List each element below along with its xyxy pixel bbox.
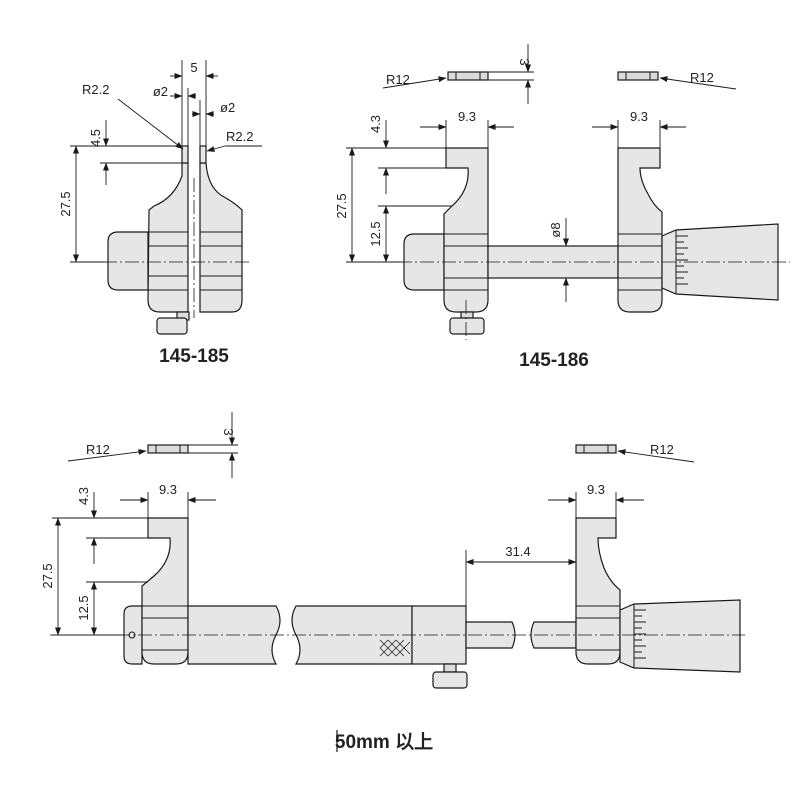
caption-145-185: 145-185 [159,346,229,367]
dim-thickness-3: 3 [517,58,532,65]
knurl-pattern [379,639,411,657]
dim-height-27-5: 27.5 [40,563,55,588]
dim-width-9-3-right: 9.3 [630,109,648,124]
dim-radius-left: R12 [386,72,410,87]
thimble-scale [633,604,646,668]
dim-radius-right: R12 [650,442,674,457]
dim-width-9-3-left: 9.3 [159,482,177,497]
dim-radius-right: R2.2 [226,129,253,144]
dim-height-4-5: 4.5 [88,129,103,147]
dim-height-27-5: 27.5 [58,191,73,216]
dim-dia-2-right: ø2 [220,100,235,115]
dim-width-5: 5 [190,60,197,75]
dim-dia-2-left: ø2 [153,84,168,99]
caption-145-186: 145-186 [519,350,589,371]
dim-width-9-3-right: 9.3 [587,482,605,497]
figure-145-186: R12 R12 3 9.3 9.3 4.3 27.5 12.5 ø8 145-1… [334,44,790,371]
dim-height-27-5: 27.5 [334,193,349,218]
dim-radius-left: R2.2 [82,82,109,97]
dim-height-12-5: 12.5 [76,595,91,620]
dim-height-12-5: 12.5 [368,221,383,246]
dim-height-4-3: 4.3 [76,487,91,505]
dim-width-9-3-left: 9.3 [458,109,476,124]
caption-50mm-suffix: 0mm 以上 [345,731,433,753]
dim-dia-8: ø8 [548,222,563,237]
caption-50mm: 50mm 以上 [335,731,433,753]
dim-thickness-3: 3 [221,428,236,435]
caption-50mm-prefix: 5 [335,732,346,753]
dim-height-4-3: 4.3 [368,115,383,133]
figure-50mm: R12 R12 3 9.3 9.3 4.3 27.5 12.5 31.4 50m… [40,412,745,753]
dim-length-31-4: 31.4 [505,544,530,559]
dim-radius-left: R12 [86,442,110,457]
dim-radius-right: R12 [690,70,714,85]
figure-145-185: 5 ø2 ø2 R2.2 R2.2 4.5 27.5 145-185 [58,60,262,367]
